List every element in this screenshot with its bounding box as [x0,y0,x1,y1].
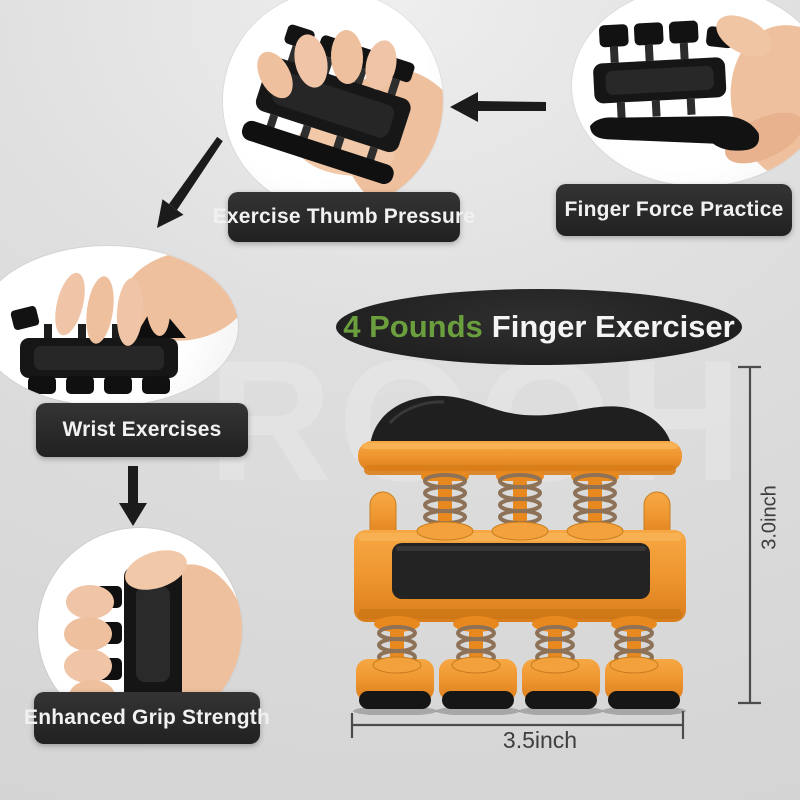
thumb-cushion [370,395,671,449]
photo-finger-force [572,0,800,186]
hand-device-illustration [10,251,238,394]
hand-device-illustration [241,24,443,211]
callout-finger-force-practice: Finger Force Practice [556,184,792,236]
arrow-left-icon [450,92,546,122]
hand-device-illustration [589,15,800,183]
photo-wrist-exercise [0,246,238,406]
photo-grip-strength [38,528,242,732]
callout-wrist-exercises: Wrist Exercises [36,403,248,457]
top-springs [416,471,624,541]
banner-product-name-text: Finger Exerciser [491,309,735,344]
product-title-banner: 4 Pounds Finger Exerciser [336,289,742,365]
dimension-height-label: 3.0inch [758,485,781,550]
arrow-down-icon [119,466,147,526]
callout-label: Wrist Exercises [62,418,222,441]
callout-label: Finger Force Practice [564,198,784,221]
callout-exercise-thumb-pressure: Exercise Thumb Pressure [213,192,475,242]
banner-resistance-text: 4 Pounds [343,309,483,344]
finger-exerciser-render [353,395,686,715]
callout-label: Exercise Thumb Pressure [212,205,476,228]
callout-enhanced-grip-strength: Enhanced Grip Strength [24,692,270,744]
bottom-springs [372,616,659,674]
grip-pad-band [392,543,650,599]
callout-label: Enhanced Grip Strength [24,706,270,729]
dimension-width-label: 3.5inch [502,727,578,753]
hand-device-illustration [64,550,242,716]
photo-thumb-pressure [223,0,443,211]
